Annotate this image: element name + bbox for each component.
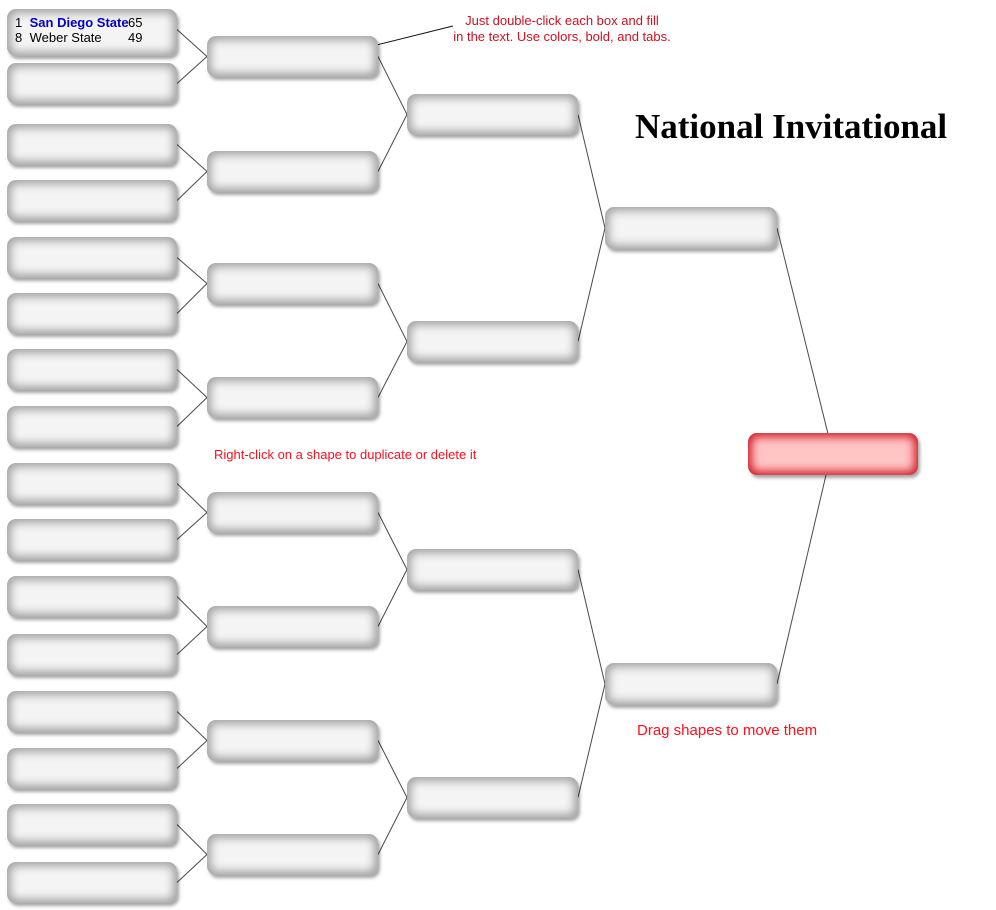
team1-score: 65 xyxy=(128,15,143,30)
team2-score: 49 xyxy=(128,30,143,45)
bracket-box-round3-slot2[interactable] xyxy=(407,321,578,362)
team-row-loser: 8 Weber State 49 xyxy=(7,30,177,45)
bracket-box-round2-slot4[interactable] xyxy=(207,377,378,418)
bracket-box-round1-slot5[interactable] xyxy=(7,237,177,278)
bracket-box-round3-slot1[interactable] xyxy=(407,94,578,135)
bracket-title: National Invitational xyxy=(635,107,948,146)
double-click-instruction-line2: in the text. Use colors, bold, and tabs. xyxy=(453,29,671,44)
team1-name: San Diego State xyxy=(29,15,129,30)
bracket-box-round1-slot2[interactable] xyxy=(7,63,177,104)
bracket-box-round2-slot5[interactable] xyxy=(207,492,378,533)
bracket-box-round1-slot13[interactable] xyxy=(7,691,177,732)
bracket-box-round2-slot8[interactable] xyxy=(207,834,378,875)
bracket-box-round2-slot2[interactable] xyxy=(207,151,378,192)
bracket-box-round2-slot3[interactable] xyxy=(207,263,378,304)
bracket-box-round1-slot4[interactable] xyxy=(7,180,177,221)
team2-name: Weber State xyxy=(29,30,102,45)
bracket-box-round1-slot3[interactable] xyxy=(7,124,177,165)
drag-instruction: Drag shapes to move them xyxy=(637,722,818,739)
team1-seed: 1 xyxy=(15,15,23,30)
bracket-box-round3-slot3[interactable] xyxy=(407,549,578,590)
bracket-box-round1-slot9[interactable] xyxy=(7,463,177,504)
bracket-box-round1-slot15[interactable] xyxy=(7,804,177,845)
bracket-box-round2-slot1[interactable] xyxy=(207,36,378,77)
bracket-box-semifinal-slot2[interactable] xyxy=(605,663,777,705)
bracket-box-round1-slot7[interactable] xyxy=(7,349,177,390)
bracket-box-round1-slot11[interactable] xyxy=(7,576,177,617)
bracket-box-round1-slot10[interactable] xyxy=(7,519,177,560)
team2-seed: 8 xyxy=(15,30,23,45)
bracket-box-round2-slot7[interactable] xyxy=(207,720,378,761)
bracket-box-round1-slot14[interactable] xyxy=(7,748,177,789)
bracket-box-round1-slot12[interactable] xyxy=(7,634,177,675)
right-click-instruction: Right-click on a shape to duplicate or d… xyxy=(214,447,477,462)
bracket-box-round1-slot16[interactable] xyxy=(7,862,177,903)
round3-to-semifinal-connectors xyxy=(577,114,606,798)
double-click-instruction: Just double-click each box and fill in t… xyxy=(438,13,686,45)
bracket-box-round1-game1[interactable]: 1 San Diego State 65 8 Weber State 49 xyxy=(7,9,177,56)
team-row-winner: 1 San Diego State 65 xyxy=(7,15,177,30)
bracket-box-round1-slot6[interactable] xyxy=(7,293,177,334)
bracket-box-round2-slot6[interactable] xyxy=(207,606,378,647)
bracket-box-semifinal-slot1[interactable] xyxy=(605,207,777,249)
double-click-instruction-line1: Just double-click each box and fill xyxy=(465,13,659,28)
bracket-box-round1-slot8[interactable] xyxy=(7,406,177,447)
round1-to-round2-connectors xyxy=(176,29,208,883)
bracket-box-round3-slot4[interactable] xyxy=(407,777,578,818)
bracket-box-champion[interactable] xyxy=(748,433,918,475)
